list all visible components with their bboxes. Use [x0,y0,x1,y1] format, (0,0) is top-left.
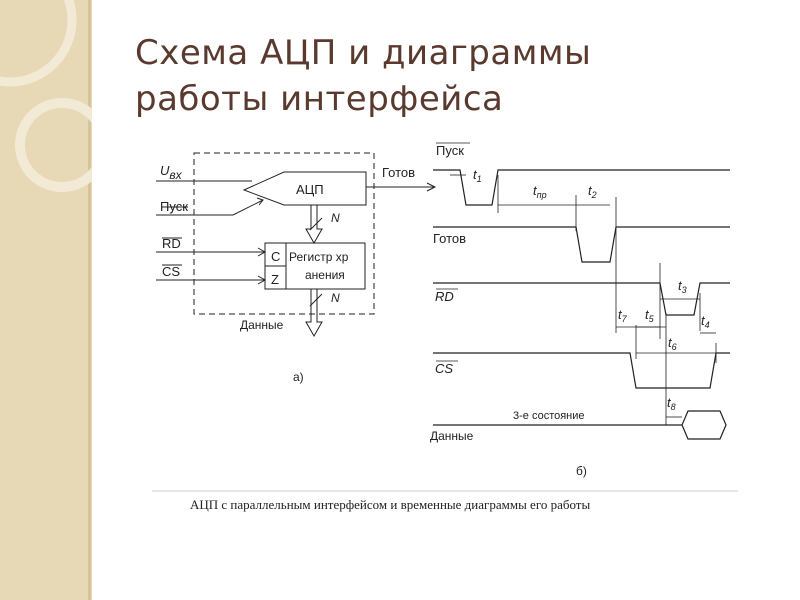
data-output-bus-arrow [305,289,323,338]
figure-caption: АЦП с параллельным интерфейсом и временн… [190,497,590,512]
register-label-line-2: анения [305,268,345,282]
device-dashed-boundary [193,152,375,315]
decorative-circles [0,0,92,192]
interval-t7-label: t7 [618,307,628,324]
schematic-labels: Uвх Пуск RD CS АЦП Готов N N C Z Регистр… [160,163,415,384]
cs-label: CS [162,264,180,279]
ready-output-label: Готов [382,165,415,180]
bus-slash-1 [309,217,323,231]
third-state-label: 3-е состояние [513,410,585,422]
timing-part-label: б) [576,464,587,478]
waveform-rd [433,282,730,316]
waveform-data-valid [681,410,727,440]
interval-t5-label: t5 [645,307,655,324]
timing-waveforms [433,169,730,440]
side-decoration-line [88,0,91,600]
title-line-1: Схема АЦП и диаграммы [135,33,592,73]
ready-output-arrow [426,182,437,192]
adc-block [242,171,367,206]
start-arrow [256,197,264,206]
start-label: Пуск [160,199,188,214]
rd-label: RD [162,236,181,251]
start-line [156,199,264,216]
interval-t3-label: t3 [678,278,687,295]
title-line-2: работы интерфейса [135,79,504,119]
waveform-cs [433,352,730,389]
interval-t4-label: t4 [701,313,710,330]
interval-tpr-label: tпр [533,183,547,200]
bus-arrow-adc-register [305,205,323,245]
interval-t8-label: t8 [667,395,676,412]
signal-ready-label: Готов [433,231,466,246]
signal-rd-label: RD [435,289,454,304]
figure-adc-interface: Uвх Пуск RD CS АЦП Готов N N C Z Регистр… [148,135,742,520]
register-pin-z: Z [271,272,279,287]
figure-canvas: Uвх Пуск RD CS АЦП Готов N N C Z Регистр… [152,142,738,512]
bus-slash-2 [309,293,323,307]
interval-t1-label: t1 [473,167,482,184]
adc-label: АЦП [296,182,324,197]
input-voltage-label: Uвх [160,163,183,182]
waveform-start [433,169,730,206]
signal-cs-label: CS [435,361,453,376]
rd-arrow [257,247,267,257]
side-decoration-band [0,0,92,600]
data-output-label: Данные [240,318,284,332]
interval-t6-label: t6 [668,335,677,352]
waveform-ready [433,226,730,263]
schematic [156,152,437,338]
slide-title: Схема АЦП и диаграммы работы интерфейса [135,30,695,122]
timing-labels: Пуск Готов RD CS Данные t1 tпр t2 t3 t4 … [430,142,710,478]
bus-width-label-2: N [331,291,340,305]
bus-width-label-1: N [331,211,340,225]
schematic-part-label: а) [293,370,304,384]
cs-arrow [257,275,267,285]
interval-t2-label: t2 [588,183,597,200]
register-label-line-1: Регистр хр [289,250,349,264]
signal-data-label: Данные [430,429,474,443]
timing-guides [450,174,717,425]
register-pin-c: C [271,249,280,264]
signal-start-label: Пуск [436,143,464,158]
